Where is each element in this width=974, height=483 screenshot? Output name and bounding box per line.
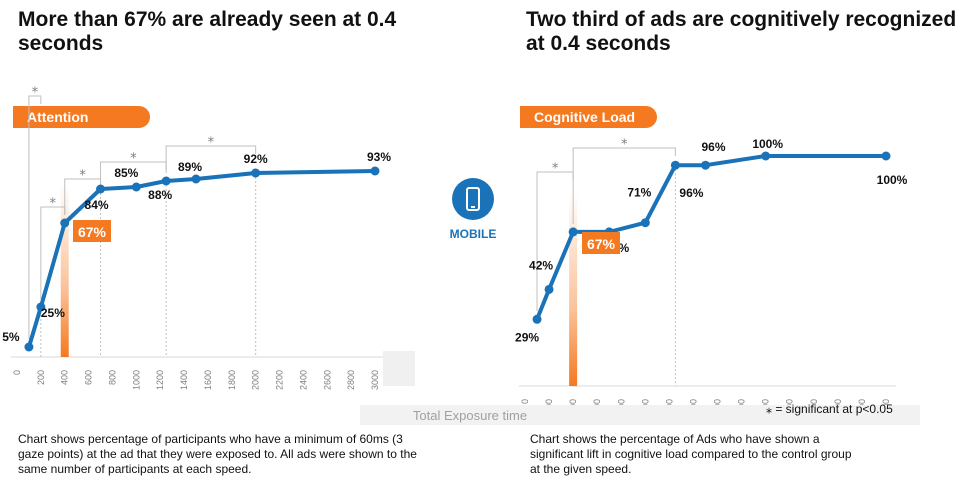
data-label: 85% <box>114 166 138 180</box>
highlight-label: 67% <box>587 236 616 252</box>
significance-marker: ⁎ <box>552 157 559 172</box>
attention-pill-label: Attention <box>13 106 150 128</box>
data-label: 100% <box>752 137 783 151</box>
data-point <box>131 182 141 192</box>
data-label: 29% <box>515 330 539 344</box>
x-tick-label: 1600 <box>203 370 213 390</box>
highlight-bar <box>60 183 69 357</box>
data-point <box>544 284 554 294</box>
highlight-label: 67% <box>78 224 107 240</box>
x-tick-label: 2600 <box>322 370 332 390</box>
data-point <box>670 160 680 170</box>
x-tick-label: 2200 <box>275 370 285 390</box>
data-point <box>251 168 261 178</box>
data-label: 71% <box>627 186 651 200</box>
significance-marker: ⁎ <box>621 133 628 148</box>
significance-bracket <box>572 147 676 224</box>
significance-bracket <box>64 178 102 215</box>
significance-marker: ⁎ <box>130 147 137 162</box>
data-label: 100% <box>877 173 908 187</box>
data-point <box>370 166 380 176</box>
cognitive-load-chart: 0200400600800100012001400160018002000220… <box>515 133 908 419</box>
x-tick-label: 1200 <box>155 370 165 390</box>
mobile-label: MOBILE <box>449 227 497 241</box>
data-label: 88% <box>148 188 172 202</box>
headline-attention: More than 67% are already seen at 0.4 se… <box>18 8 397 55</box>
x-tick-label: 0 <box>12 370 22 375</box>
significance-bracket <box>165 145 257 173</box>
cognitive-load-pill-label: Cognitive Load <box>520 106 657 128</box>
footer-bar <box>360 405 920 425</box>
data-label: 93% <box>367 150 391 164</box>
x-tick-label: 2800 <box>346 370 356 390</box>
data-label: 42% <box>529 258 553 272</box>
x-axis-title: Total Exposure time <box>412 408 528 423</box>
x-tick-label: 0 <box>520 399 530 404</box>
data-label: 25% <box>41 306 65 320</box>
significance-marker: ⁎ <box>79 164 86 179</box>
data-label: 5% <box>2 330 20 344</box>
highlight-label-box <box>582 232 620 254</box>
caption-cognitive: Chart shows the percentage of Ads who ha… <box>530 432 852 476</box>
x-tick-label: 600 <box>84 370 94 385</box>
significance-marker: ⁎ <box>208 131 215 146</box>
significance-note: ⁎ = significant at p<0.05 <box>766 402 893 416</box>
data-point <box>36 302 46 312</box>
data-point <box>701 160 710 170</box>
significance-marker: ⁎ <box>50 192 57 207</box>
highlight-label-box <box>73 220 111 242</box>
data-point <box>532 314 542 324</box>
x-tick-label: 1400 <box>179 370 189 390</box>
data-label: 96% <box>679 186 703 200</box>
mobile-phone-icon <box>452 178 494 220</box>
significance-bracket <box>28 95 42 339</box>
data-point <box>761 151 771 161</box>
x-tick-label: 2000 <box>251 370 261 390</box>
x-tick-label: 1800 <box>227 370 237 390</box>
headline-cognitive: Two third of ads are cognitively recogni… <box>526 8 957 55</box>
x-tick-label: 2400 <box>298 370 308 390</box>
x-tick-label: 200 <box>36 370 46 385</box>
significance-marker: ⁎ <box>32 81 39 96</box>
attention-chart: 0 200 400 600 800 1000 1200 1400 1600 1800 2000 220… <box>2 81 415 390</box>
data-point <box>640 218 650 228</box>
data-point <box>161 176 171 186</box>
data-label: 89% <box>178 160 202 174</box>
x-tick-label: 1000 <box>131 370 141 390</box>
data-point <box>96 184 106 194</box>
highlight-bar <box>569 191 578 386</box>
caption-attention: Chart shows percentage of participants w… <box>18 432 417 476</box>
x-tick-label: 800 <box>107 370 117 385</box>
data-point <box>60 218 70 228</box>
series-line <box>27 169 376 348</box>
data-point <box>568 227 578 237</box>
x-tick-label: 3000 <box>370 370 380 390</box>
data-label: 92% <box>244 152 268 166</box>
axis-end-block <box>383 351 415 386</box>
data-point <box>881 151 891 161</box>
x-tick-label: 400 <box>60 370 70 385</box>
data-label: 84% <box>85 198 109 212</box>
data-point <box>191 174 201 184</box>
data-point <box>24 342 34 352</box>
data-label: 96% <box>701 140 725 154</box>
